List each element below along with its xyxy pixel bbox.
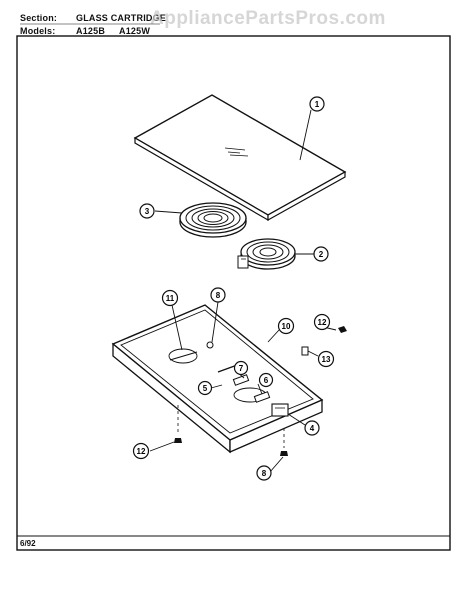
callout-3-label: 3 [145, 207, 150, 216]
callout-5-label: 5 [203, 384, 208, 393]
callout-2: 2 [313, 246, 329, 262]
clip-13 [301, 346, 309, 356]
cartridge-pan-part [111, 304, 324, 454]
callout-2-label: 2 [319, 250, 324, 259]
models-label: Models: [20, 26, 56, 36]
callout-7-label: 7 [239, 364, 244, 373]
callout-3: 3 [139, 203, 155, 219]
callout-11-label: 11 [166, 294, 175, 303]
callout-4-label: 4 [310, 424, 315, 433]
callout-11: 11 [161, 289, 179, 307]
callout-13: 13 [317, 350, 335, 368]
callout-12b: 12 [132, 442, 150, 460]
callout-1: 1 [309, 96, 325, 112]
leader-lines [149, 109, 337, 473]
callout-5: 5 [197, 380, 213, 396]
screw-12-right [338, 326, 347, 333]
watermark: AppliancePartsPros.com [150, 8, 386, 29]
callout-12a-label: 12 [318, 318, 327, 327]
model-a125b: A125B [76, 26, 106, 36]
screw-8-bottom [280, 428, 288, 456]
callout-8a: 8 [210, 287, 226, 303]
callout-13-label: 13 [322, 355, 331, 364]
callout-1-label: 1 [315, 100, 320, 109]
section-value: GLASS CARTRIDGE [76, 13, 167, 23]
frame-border [16, 35, 451, 551]
section-label: Section: [20, 13, 58, 23]
callout-8b: 8 [256, 465, 272, 481]
small-surface-element [237, 238, 296, 270]
callout-12a: 12 [313, 313, 331, 331]
section-header: Section: GLASS CARTRIDGE [20, 13, 180, 23]
large-surface-element [179, 202, 247, 238]
glass-top-part [133, 94, 347, 222]
screw-12-left [174, 405, 182, 443]
model-a125w: A125W [119, 26, 151, 36]
callout-10: 10 [277, 317, 295, 335]
callout-6: 6 [258, 372, 274, 388]
callout-7: 7 [233, 360, 249, 376]
callout-10-label: 10 [282, 322, 291, 331]
callout-8b-label: 8 [262, 469, 267, 478]
models-header: Models: A125B A125W [20, 26, 164, 36]
callout-4: 4 [304, 420, 320, 436]
callout-6-label: 6 [264, 376, 269, 385]
date-code: 6/92 [20, 539, 36, 548]
callout-8a-label: 8 [216, 291, 221, 300]
callout-12b-label: 12 [137, 447, 146, 456]
